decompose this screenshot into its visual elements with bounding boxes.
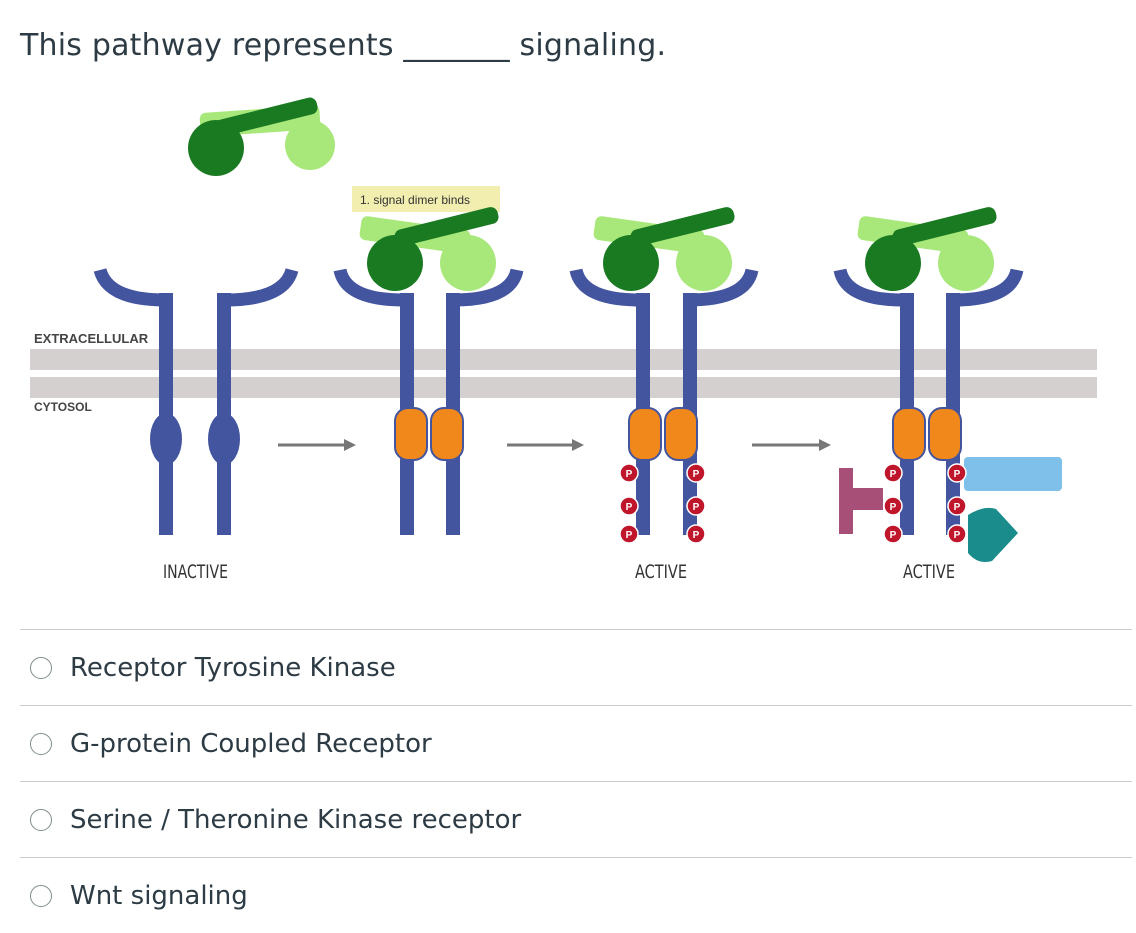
- phospho-label: P: [890, 469, 897, 480]
- phospho-label: P: [693, 469, 700, 480]
- active-label-1: ACTIVE: [635, 561, 687, 583]
- answer-option[interactable]: Receptor Tyrosine Kinase: [20, 629, 1132, 705]
- answer-label: G-protein Coupled Receptor: [70, 728, 432, 759]
- effector-protein-teal: [968, 507, 1018, 562]
- receptor-active-1: [569, 207, 759, 535]
- phospho-label: P: [693, 502, 700, 513]
- phospho-label: P: [693, 530, 700, 541]
- cytosol-label: CYTOSOL: [34, 400, 92, 414]
- active-label-2: ACTIVE: [903, 561, 955, 583]
- effector-protein-blue: [964, 457, 1062, 491]
- receptor-bound: [333, 207, 524, 535]
- arrow-3: [752, 439, 831, 451]
- arrow-1: [278, 439, 356, 451]
- phospho-group-2: P P P P P P: [883, 463, 967, 544]
- radio-button[interactable]: [30, 884, 52, 907]
- phospho-label: P: [890, 530, 897, 541]
- radio-button[interactable]: [30, 808, 52, 831]
- phospho-group-1: P P P P P P: [619, 463, 706, 544]
- question-text: This pathway represents _______ signalin…: [20, 28, 667, 63]
- pathway-diagram: EXTRACELLULAR CYTOSOL 1. signal dimer bi…: [20, 95, 1110, 605]
- step-badge: [352, 186, 500, 212]
- answer-label: Serine / Theronine Kinase receptor: [70, 804, 522, 835]
- effector-protein-magenta: [839, 468, 883, 534]
- inactive-label: INACTIVE: [163, 561, 228, 583]
- answer-option[interactable]: Serine / Theronine Kinase receptor: [20, 781, 1132, 857]
- radio-button[interactable]: [30, 732, 52, 755]
- extracellular-label: EXTRACELLULAR: [34, 331, 149, 346]
- answer-label: Wnt signaling: [70, 880, 248, 911]
- phospho-label: P: [954, 530, 961, 541]
- phospho-label: P: [626, 469, 633, 480]
- radio-button[interactable]: [30, 656, 52, 679]
- arrow-2: [507, 439, 584, 451]
- phospho-label: P: [626, 530, 633, 541]
- answer-option[interactable]: G-protein Coupled Receptor: [20, 705, 1132, 781]
- phospho-label: P: [954, 502, 961, 513]
- answer-list: Receptor Tyrosine Kinase G-protein Coupl…: [20, 629, 1132, 933]
- receptor-inactive: [93, 267, 299, 535]
- phospho-label: P: [954, 469, 961, 480]
- answer-option[interactable]: Wnt signaling: [20, 857, 1132, 933]
- phospho-label: P: [626, 502, 633, 513]
- free-ligand-dimer: [188, 97, 335, 176]
- step-badge-text: 1. signal dimer binds: [360, 193, 470, 207]
- phospho-label: P: [890, 502, 897, 513]
- membrane-outer-band: [30, 349, 1097, 370]
- answer-label: Receptor Tyrosine Kinase: [70, 652, 396, 683]
- membrane-inner-band: [30, 377, 1097, 398]
